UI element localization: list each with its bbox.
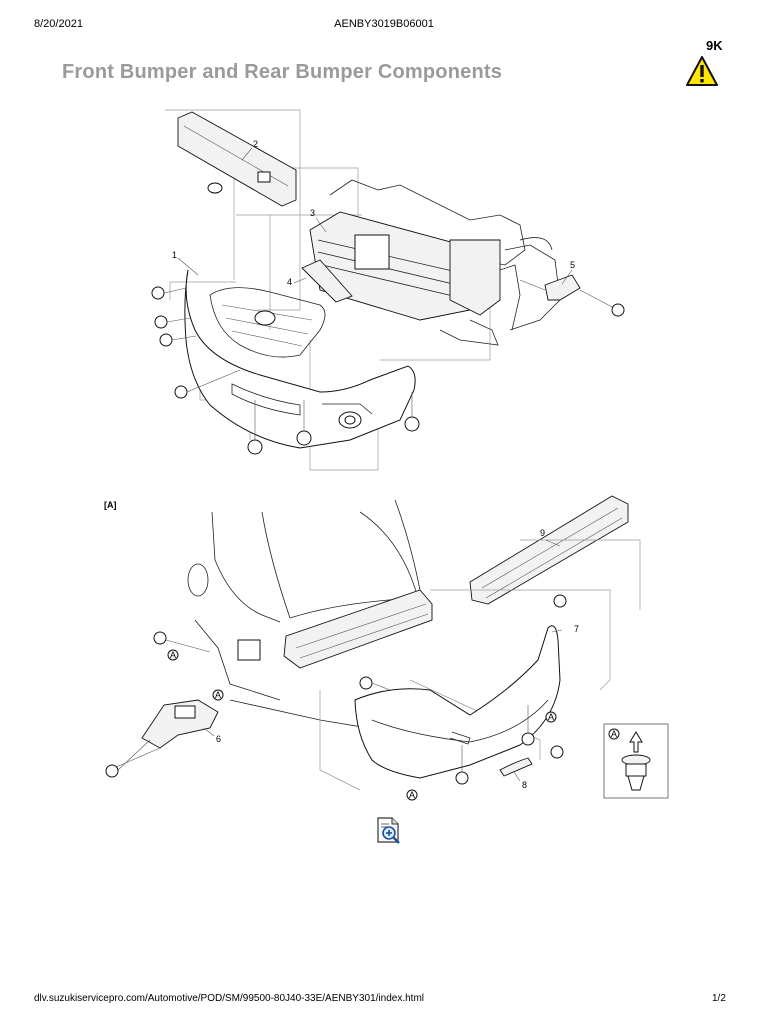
page-number: 1/2 <box>712 993 726 1004</box>
inset-marker-a: A <box>611 729 617 739</box>
marker-a-1: A <box>170 650 176 660</box>
callout-8: 8 <box>522 780 527 790</box>
callout-3: 3 <box>310 208 315 218</box>
page-title: Front Bumper and Rear Bumper Components <box>62 61 503 83</box>
callout-6: 6 <box>216 734 221 744</box>
marker-a-4: A <box>548 712 554 722</box>
rear-fastener-group <box>105 594 567 785</box>
rear-diagram-label: [A] <box>104 500 117 510</box>
callout-7: 7 <box>574 624 579 634</box>
marker-a-3: A <box>409 790 415 800</box>
front-fastener-group <box>151 286 420 455</box>
callout-4: 4 <box>287 277 292 287</box>
document-id: AENBY3019B06001 <box>334 18 434 30</box>
document-zoom-icon[interactable] <box>376 816 402 846</box>
callout-1: 1 <box>172 250 177 260</box>
callout-5: 5 <box>570 260 575 270</box>
warning-triangle-icon <box>686 56 718 86</box>
section-code: 9K <box>706 38 723 53</box>
footer-url: dlv.suzukiservicepro.com/Automotive/POD/… <box>34 993 424 1004</box>
callout-9: 9 <box>540 528 545 538</box>
callout-2: 2 <box>253 139 258 149</box>
print-date: 8/20/2021 <box>34 18 83 30</box>
marker-a-2: A <box>215 690 221 700</box>
marker-a-group: A A A A <box>167 649 557 801</box>
